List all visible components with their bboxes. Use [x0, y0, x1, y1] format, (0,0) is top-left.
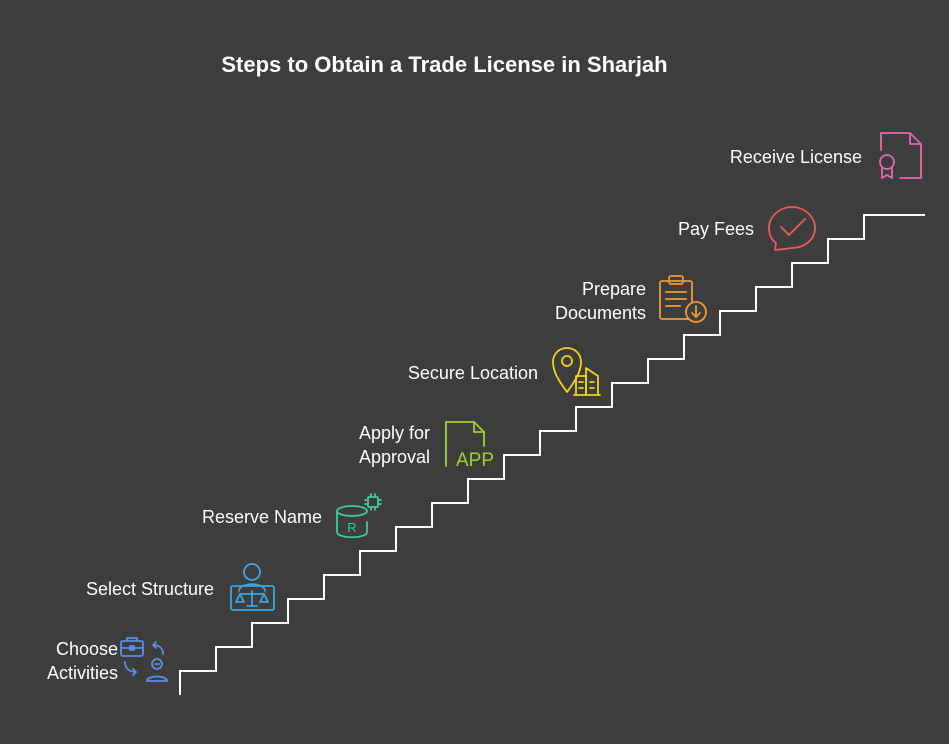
step-label-pay-fees: Pay Fees: [678, 217, 754, 241]
step-label-receive-license: Receive License: [730, 145, 862, 169]
clipboard-download-icon: [659, 275, 707, 323]
location-building-icon: [552, 347, 601, 396]
app-document-icon: APP: [445, 421, 494, 471]
reserve-icon-letter: R: [347, 520, 356, 535]
app-icon-text: APP: [456, 450, 494, 471]
certificate-icon: [879, 132, 922, 179]
step-label-line: Prepare: [581, 279, 646, 299]
step-label-line: Choose: [55, 639, 118, 659]
step-label-line: Secure Location: [407, 363, 538, 383]
legal-structure-icon: [230, 563, 275, 611]
step-label-line: Documents: [554, 303, 646, 323]
diagram-title: Steps to Obtain a Trade License in Sharj…: [221, 52, 668, 77]
step-label-line: Reserve Name: [201, 507, 322, 527]
step-label-line: Activities: [46, 663, 118, 683]
step-label-apply-for-approval: Apply for Approval: [359, 421, 430, 469]
step-label-line: Select Structure: [85, 579, 214, 599]
step-label-prepare-documents: Prepare Documents: [555, 277, 646, 325]
step-label-line: Pay Fees: [677, 219, 754, 239]
step-label-line: Approval: [358, 447, 430, 467]
name-reservation-icon: R: [336, 493, 382, 539]
step-label-line: Receive License: [729, 147, 862, 167]
step-label-secure-location: Secure Location: [408, 361, 538, 385]
activity-selection-icon: [120, 637, 168, 682]
step-label-reserve-name: Reserve Name: [202, 505, 322, 529]
step-label-choose-activities: Choose Activities: [47, 637, 118, 685]
payment-check-icon: [768, 206, 816, 251]
step-label-line: Apply for: [358, 423, 430, 443]
staircase-line: [179, 214, 925, 695]
step-label-select-structure: Select Structure: [86, 577, 214, 601]
